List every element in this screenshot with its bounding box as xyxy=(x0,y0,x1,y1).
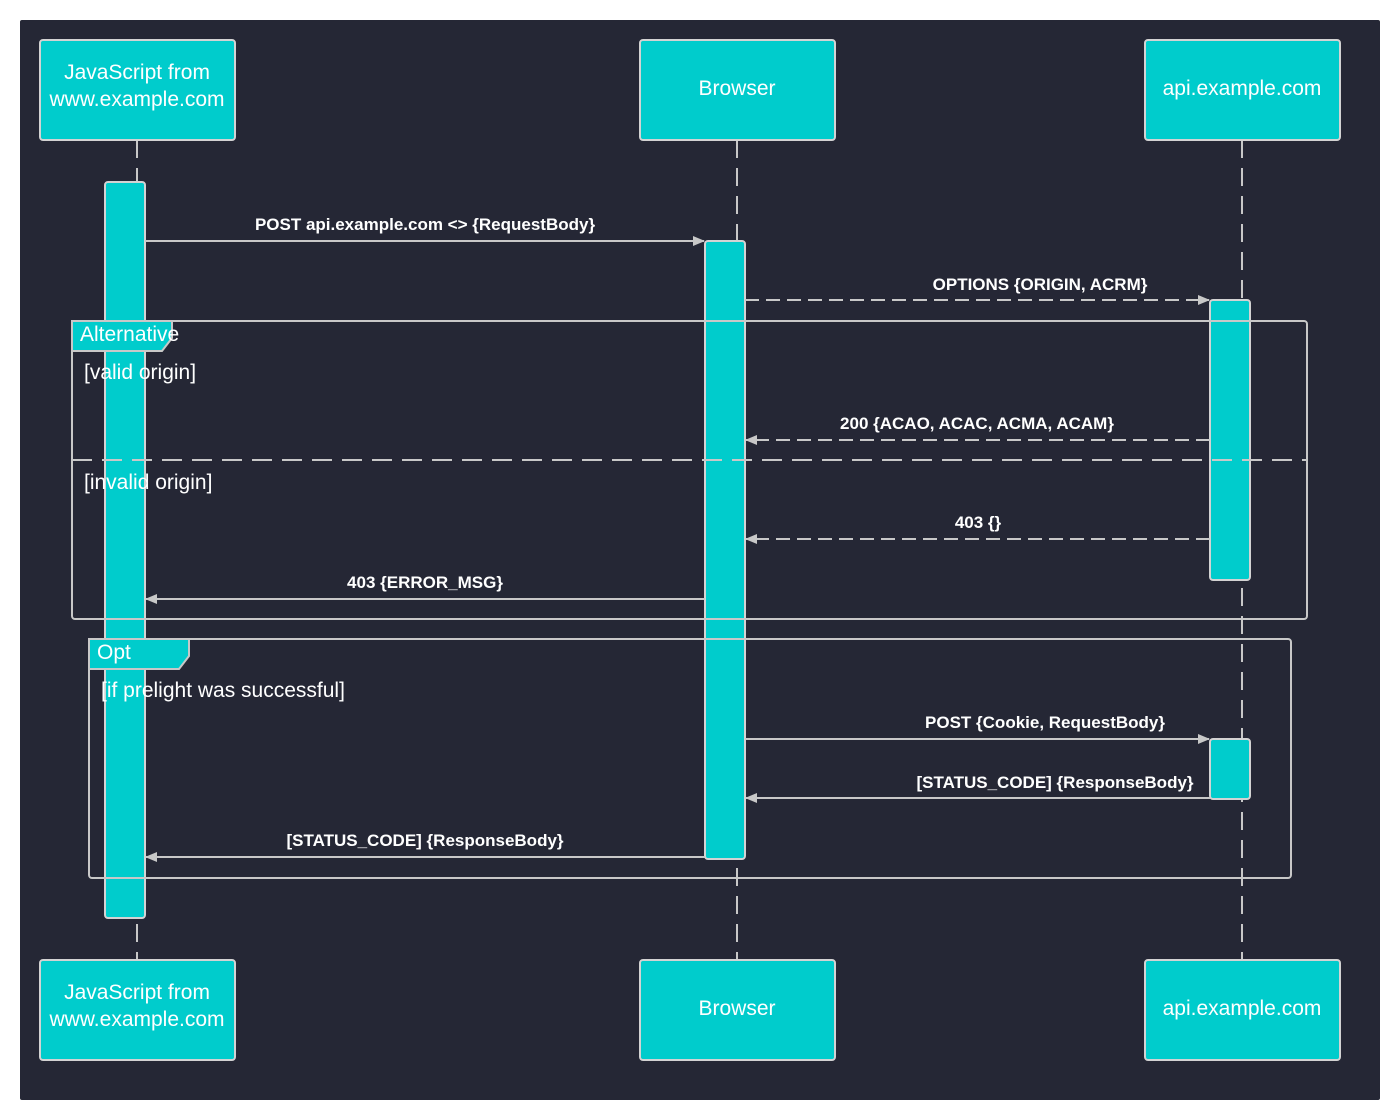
participant-api-top[interactable]: api.example.com xyxy=(1144,39,1341,141)
participants-top: JavaScript from www.example.com Browser … xyxy=(39,39,1341,141)
message-label-m7: [STATUS_CODE] {ResponseBody} xyxy=(916,773,1193,792)
participant-label-line: Browser xyxy=(698,77,775,100)
fragment-alt-frame xyxy=(71,320,1308,620)
activation-api-request xyxy=(1209,738,1251,800)
fragment-alt-label: Alternative xyxy=(80,323,179,346)
fragment-opt-condition: [if prelight was successful] xyxy=(101,679,345,702)
fragment-alternative: Alternative [valid origin] [invalid orig… xyxy=(71,320,1308,620)
activation-js xyxy=(104,181,146,919)
participant-browser-bottom[interactable]: Browser xyxy=(639,959,836,1061)
fragment-opt-tab xyxy=(88,638,190,670)
participant-browser-top[interactable]: Browser xyxy=(639,39,836,141)
fragment-alt-condition-valid: [valid origin] xyxy=(84,361,196,384)
participant-box xyxy=(639,39,836,141)
participant-label-line: api.example.com xyxy=(1163,77,1322,100)
participant-label-line: api.example.com xyxy=(1163,997,1322,1020)
fragment-opt-frame xyxy=(88,638,1292,879)
participant-label-line: www.example.com xyxy=(48,88,224,111)
message-label-m3: 200 {ACAO, ACAC, ACMA, ACAM} xyxy=(840,414,1114,433)
message-label-m1: POST api.example.com <> {RequestBody} xyxy=(255,215,596,234)
participant-label-line: www.example.com xyxy=(48,1008,224,1031)
participant-box xyxy=(1144,39,1341,141)
message-label-m8: [STATUS_CODE] {ResponseBody} xyxy=(286,831,563,850)
participant-label-line: JavaScript from xyxy=(64,61,210,84)
participant-box xyxy=(639,959,836,1061)
participant-js-bottom[interactable]: JavaScript from www.example.com xyxy=(39,959,236,1061)
diagram-background xyxy=(20,20,1380,1100)
message-label-m4: 403 {} xyxy=(955,513,1002,532)
activations xyxy=(104,181,1251,919)
participant-box xyxy=(39,39,236,141)
messages: POST api.example.com <> {RequestBody} OP… xyxy=(145,215,1210,862)
fragment-alt-condition-invalid: [invalid origin] xyxy=(84,471,212,494)
participant-label-line: JavaScript from xyxy=(64,981,210,1004)
participant-api-bottom[interactable]: api.example.com xyxy=(1144,959,1341,1061)
fragment-opt-label: Opt xyxy=(97,641,131,664)
participants-bottom: JavaScript from www.example.com Browser … xyxy=(39,959,1341,1061)
message-label-m5: 403 {ERROR_MSG} xyxy=(347,573,503,592)
participant-box xyxy=(1144,959,1341,1061)
message-label-m6: POST {Cookie, RequestBody} xyxy=(925,713,1165,732)
participant-label-line: Browser xyxy=(698,997,775,1020)
message-label-m2: OPTIONS {ORIGIN, ACRM} xyxy=(933,275,1148,294)
activation-browser xyxy=(704,240,746,860)
participant-js-top[interactable]: JavaScript from www.example.com xyxy=(39,39,236,141)
participant-box xyxy=(39,959,236,1061)
activation-api-preflight xyxy=(1209,299,1251,581)
fragment-alt-tab xyxy=(71,320,173,352)
fragment-opt: Opt [if prelight was successful] xyxy=(88,638,1292,879)
